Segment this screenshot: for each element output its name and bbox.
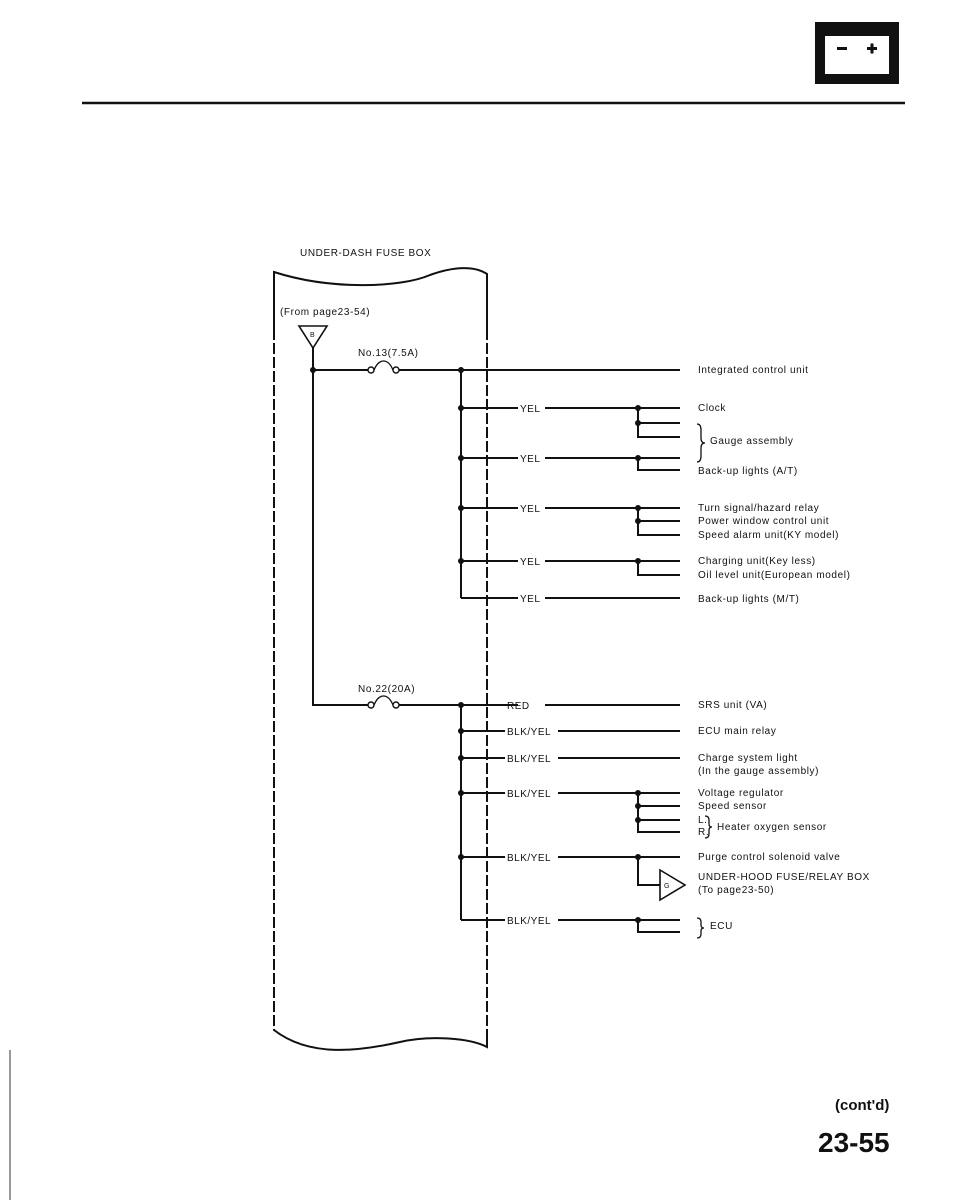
wire-red: RED: [507, 701, 530, 712]
load-charge-system-light-note: (In the gauge assembly): [698, 766, 819, 777]
load-backup-lights-at: Back-up lights (A/T): [698, 466, 798, 477]
load-ecu: ECU: [710, 921, 733, 932]
wire-yel-5: YEL: [520, 594, 540, 605]
load-ecu-main-relay: ECU main relay: [698, 726, 776, 737]
svg-text:B: B: [310, 332, 315, 339]
load-charging-unit: Charging unit(Key less): [698, 556, 816, 567]
load-speed-alarm-unit: Speed alarm unit(KY model): [698, 530, 839, 541]
load-voltage-regulator: Voltage regulator: [698, 788, 784, 799]
continued-label: (cont'd): [835, 1097, 889, 1114]
load-underhood-page-ref: (To page23-50): [698, 885, 774, 896]
load-speed-sensor: Speed sensor: [698, 801, 767, 812]
fuse-box-outline: [273, 267, 488, 1051]
main-feed-wire: [312, 348, 350, 706]
load-backup-lights-mt: Back-up lights (M/T): [698, 594, 799, 605]
load-r-side: R.: [698, 827, 709, 838]
brace-ecu: [696, 917, 705, 939]
fuse-22-icon: [367, 695, 400, 709]
brace-heater: [704, 815, 713, 839]
load-gauge-assembly: Gauge assembly: [710, 436, 793, 447]
brace-gauge: [696, 423, 706, 463]
fuse-13-icon: [367, 360, 400, 374]
connector-b-icon: B: [297, 325, 329, 350]
wire-blk-yel-1: BLK/YEL: [507, 727, 551, 738]
load-purge-control-valve: Purge control solenoid valve: [698, 852, 840, 863]
wire-blk-yel-4: BLK/YEL: [507, 853, 551, 864]
load-charge-system-light: Charge system light: [698, 753, 798, 764]
wire-blk-yel-3: BLK/YEL: [507, 789, 551, 800]
fuse-22-label: No.22(20A): [358, 684, 415, 695]
load-l-side: L.: [698, 815, 708, 826]
load-turn-signal-relay: Turn signal/hazard relay: [698, 503, 819, 514]
wire-yel-3: YEL: [520, 504, 540, 515]
load-clock: Clock: [698, 403, 726, 414]
load-srs-unit: SRS unit (VA): [698, 700, 767, 711]
wire-yel-2: YEL: [520, 454, 540, 465]
load-heater-oxygen-sensor: Heater oxygen sensor: [717, 822, 827, 833]
load-underhood-fuse-box: UNDER-HOOD FUSE/RELAY BOX: [698, 872, 870, 883]
from-page-ref: (From page23-54): [280, 307, 370, 318]
wire-yel-4: YEL: [520, 557, 540, 568]
fuse-13-label: No.13(7.5A): [358, 348, 419, 359]
connector-g-icon: G: [659, 868, 687, 902]
wire-yel-1: YEL: [520, 404, 540, 415]
load-oil-level-unit: Oil level unit(European model): [698, 570, 851, 581]
fuse-box-title: UNDER-DASH FUSE BOX: [300, 248, 431, 259]
svg-text:G: G: [664, 883, 670, 890]
battery-icon: [815, 22, 899, 84]
page-number: 23-55: [818, 1127, 890, 1158]
load-integrated-control-unit: Integrated control unit: [698, 365, 809, 376]
load-power-window-unit: Power window control unit: [698, 516, 829, 527]
wire-blk-yel-5: BLK/YEL: [507, 916, 551, 927]
wire-blk-yel-2: BLK/YEL: [507, 754, 551, 765]
